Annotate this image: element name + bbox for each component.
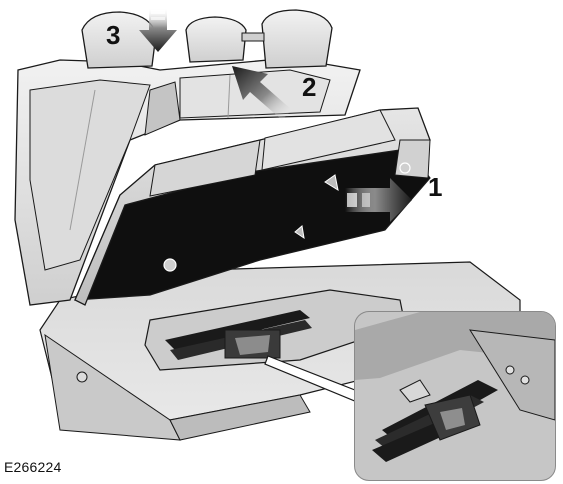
inset-bolt-icon — [505, 365, 515, 375]
headrests — [81, 9, 333, 69]
step-2-label: 2 — [302, 72, 316, 102]
latch-mechanism — [165, 310, 312, 360]
headrest-center — [185, 16, 247, 63]
step-3-arrow — [139, 8, 177, 52]
inset-latch — [372, 379, 498, 462]
step-2-arrow — [232, 66, 292, 120]
cushion-hook-icon — [163, 258, 177, 272]
seat-cushion-lifted — [74, 107, 431, 306]
step-1-arrow — [345, 178, 412, 222]
cushion-top — [74, 107, 431, 306]
inset-bolt-icon — [520, 375, 530, 385]
step-1-label: 1 — [428, 172, 442, 202]
step-3-label: 3 — [106, 20, 120, 50]
headrest-right — [261, 9, 333, 69]
seat-base-frame — [144, 289, 406, 371]
cushion-hook-icon — [399, 162, 411, 174]
latch-detail-inset — [354, 311, 556, 481]
figure-id: E266224 — [4, 459, 62, 475]
floor-bolt-icon — [76, 371, 88, 383]
